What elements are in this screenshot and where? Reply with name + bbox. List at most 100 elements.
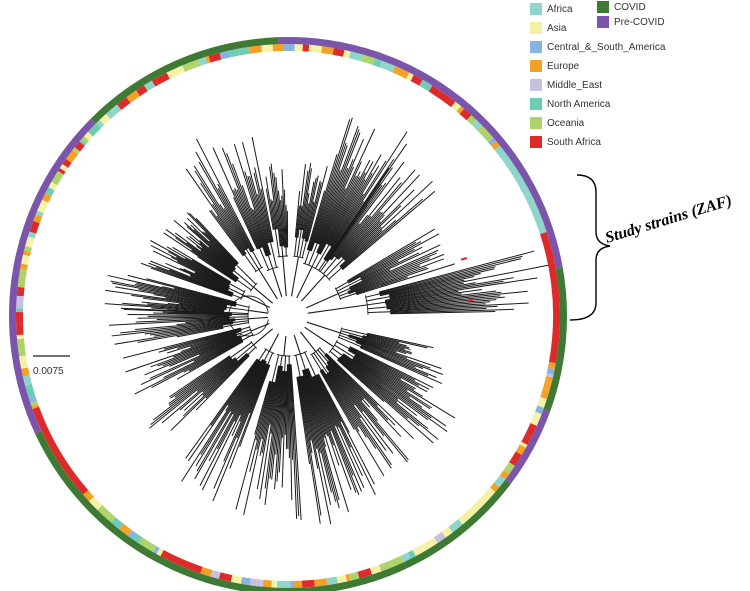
region-ring-segment [530,411,542,426]
region-ring-segment [321,46,334,55]
region-ring-segment [294,44,300,52]
period-color-ring [8,37,567,591]
tree-branch [200,250,239,279]
tree-branch [234,318,249,321]
tree-branch [297,377,322,516]
tree-branch [169,335,241,367]
tree-branch [239,363,267,422]
region-ring-segment [99,113,111,125]
tree-branch [356,341,443,375]
legend-item-asia: Asia [530,22,567,34]
tree-branch [245,248,260,270]
tree-branch [233,270,254,288]
tree-branch [339,356,398,403]
tree-branch [216,215,245,255]
region-ring-segment [503,462,515,475]
tree-branch [354,356,456,419]
legend-swatch-pre-covid [597,16,609,28]
tree-branch [212,364,269,502]
tree-branch [322,369,367,438]
tree-branch [213,364,268,489]
tree-branch [313,352,329,374]
region-ring-segment [361,54,376,65]
tree-branch [127,274,237,304]
legend-swatch-central-south-america [530,41,542,53]
tree-arc [267,240,274,244]
region-ring-segment [84,131,94,141]
tree-branch [233,197,258,250]
tree-branch [157,335,237,367]
tree-branch [336,215,372,258]
region-ring-segment [166,68,178,79]
tree-branch [217,188,253,252]
tree-branch [259,366,281,499]
tree-branch [174,232,238,280]
tree-branch [230,361,262,412]
tree-branch [150,357,236,426]
tree-branch [342,355,448,433]
tree-branch [120,321,233,334]
tree-branch [235,303,250,308]
tree-branch [347,257,431,292]
tree-branch [194,170,246,250]
tree-branch [165,262,228,291]
tree-branch [185,168,246,255]
tree-branch [360,345,437,378]
tree-branch [367,311,391,314]
tree-branch [191,249,237,282]
tree-branch [300,376,318,449]
tree-branch [348,265,421,294]
tree-branch [261,382,275,440]
tree-branch [265,176,275,230]
tree-branch [120,307,232,314]
region-ring-segment [448,519,463,533]
region-ring-segment [116,97,131,110]
tree-branch [151,339,243,388]
region-ring-segment [519,441,528,448]
tree-branch [144,335,241,376]
tree-branch [230,342,252,359]
region-color-ring [15,44,560,588]
tree-branch [341,211,383,258]
tree-branch [176,319,235,325]
tree-branch [216,360,265,450]
tree-branch [340,332,350,337]
tree-branch [328,183,381,259]
tree-branch [348,348,428,393]
tree-branch [143,297,227,309]
tree-branch [319,176,360,254]
tree-branch [261,365,280,454]
region-ring-segment [16,295,24,309]
region-ring-segment [30,400,39,407]
tree-branch [280,200,284,246]
legend-label-central-south-america: Central_&_South_America [547,42,666,53]
covid-ring-segment [543,267,567,412]
study-strains-bracket [569,174,611,321]
tree-branch [247,346,256,356]
tree-branch [344,189,415,260]
tree-branch [249,175,269,243]
tree-branch [194,359,264,480]
tree-branch [176,341,244,380]
region-ring-segment [65,149,79,163]
tree-branch [387,299,497,309]
region-ring-segment [428,85,456,108]
region-ring-segment [343,49,351,59]
tree-branch [250,322,270,332]
tree-branch [302,370,340,509]
tree-branch [355,266,427,293]
region-ring-segment [276,580,282,588]
tree-arc [310,346,321,356]
tree-branch [467,298,474,302]
tree-branch [236,329,251,336]
region-ring-segment [499,470,510,480]
tree-branch [319,258,331,272]
legend-label-europe: Europe [547,61,580,72]
tree-branch [223,363,268,462]
tree-branch [361,246,423,279]
tree-branch [342,354,447,427]
tree-branch [366,296,390,302]
tree-branch [325,158,395,261]
region-ring-segment [489,482,500,493]
tree-branch [150,334,237,368]
